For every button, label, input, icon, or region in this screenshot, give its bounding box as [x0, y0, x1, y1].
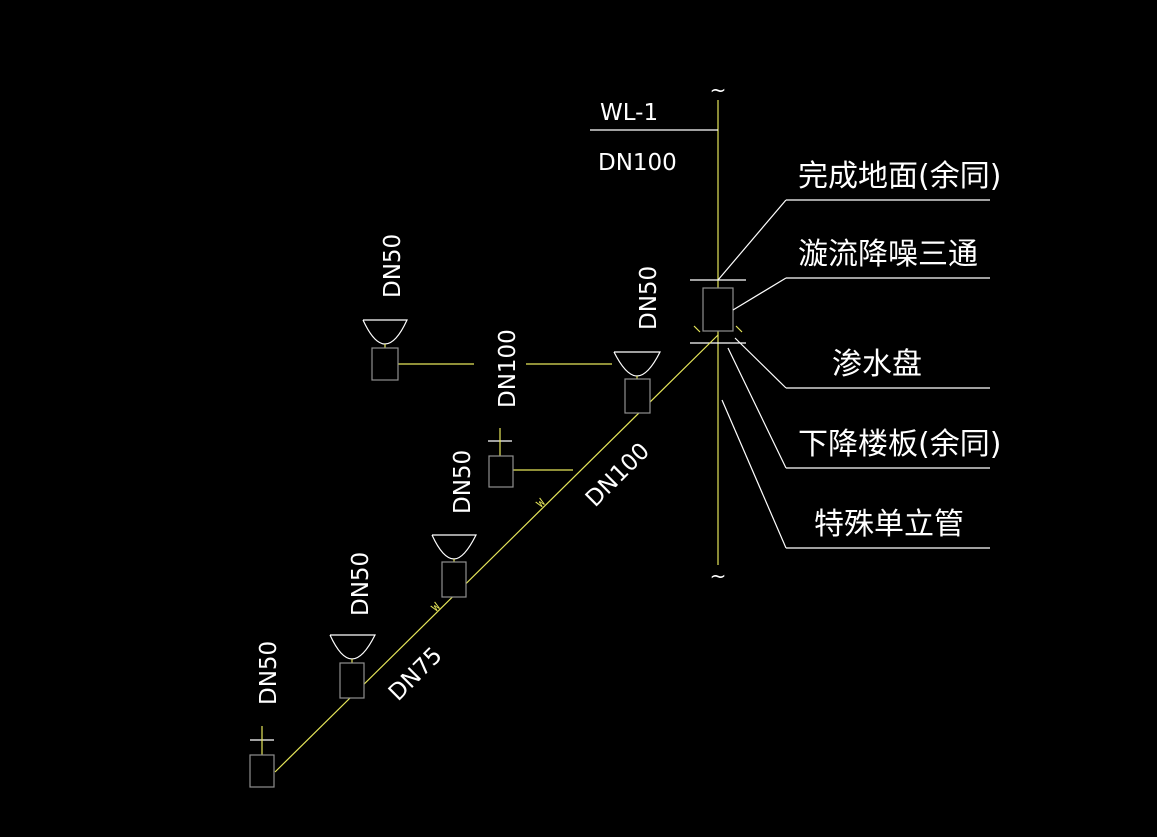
riser-top-break: ~: [710, 78, 727, 102]
horizontal-branch-size: DN100: [495, 329, 521, 408]
fixture-b-trap: [613, 351, 661, 377]
floor-drain-c-box: [488, 455, 514, 488]
floor-drain-c: [488, 428, 514, 488]
fixture-e-trap: [329, 634, 376, 660]
tee-mark-left: [693, 325, 701, 333]
floor-drain-f: [249, 726, 275, 788]
pipe-mark-w-2: W: [429, 600, 443, 614]
riser-tag: WL-1: [600, 100, 658, 126]
fixture-d-trap: [431, 534, 477, 560]
fixture-e-box: [339, 662, 365, 699]
pipe-mark-w-1: W: [534, 496, 548, 510]
callout-dropped-slab: 下降楼板(余同): [798, 427, 1001, 462]
fixture-b-box: [624, 378, 651, 414]
fixture-d-box: [441, 561, 467, 598]
callout-finished-floor: 完成地面(余同): [798, 159, 1001, 194]
fixture-f-size: DN50: [256, 641, 282, 705]
callout-seepage-tray: 渗水盘: [832, 347, 922, 382]
fixture-a-trap: [362, 319, 408, 345]
fixture-e: [329, 634, 376, 699]
riser-bottom-break: ~: [710, 564, 727, 588]
fixture-a-box: [371, 347, 399, 381]
fixture-b: [613, 351, 661, 414]
fixture-d-size: DN50: [450, 450, 476, 514]
lower-branch-size: DN75: [384, 642, 448, 706]
leader-5-diag: [721, 399, 787, 549]
leader-4-diag: [727, 347, 787, 469]
floor-drain-f-box: [249, 754, 275, 788]
fixture-a: [362, 319, 408, 381]
callout-swirl-tee: 漩流降噪三通: [798, 237, 978, 272]
leader-2-diag: [732, 277, 787, 311]
fixture-b-size: DN50: [636, 266, 662, 330]
noise-reduction-tee: [702, 287, 734, 332]
leader-3-diag: [734, 337, 787, 389]
main-branch-size: DN100: [581, 438, 655, 512]
fixture-d: [431, 534, 477, 598]
callout-special-stack: 特殊单立管: [814, 507, 964, 542]
tee-mark-right: [735, 325, 743, 333]
fixture-a-size: DN50: [380, 234, 406, 298]
riser-size: DN100: [598, 150, 677, 176]
leader-1-diag: [717, 199, 787, 281]
fixture-e-size: DN50: [348, 552, 374, 616]
